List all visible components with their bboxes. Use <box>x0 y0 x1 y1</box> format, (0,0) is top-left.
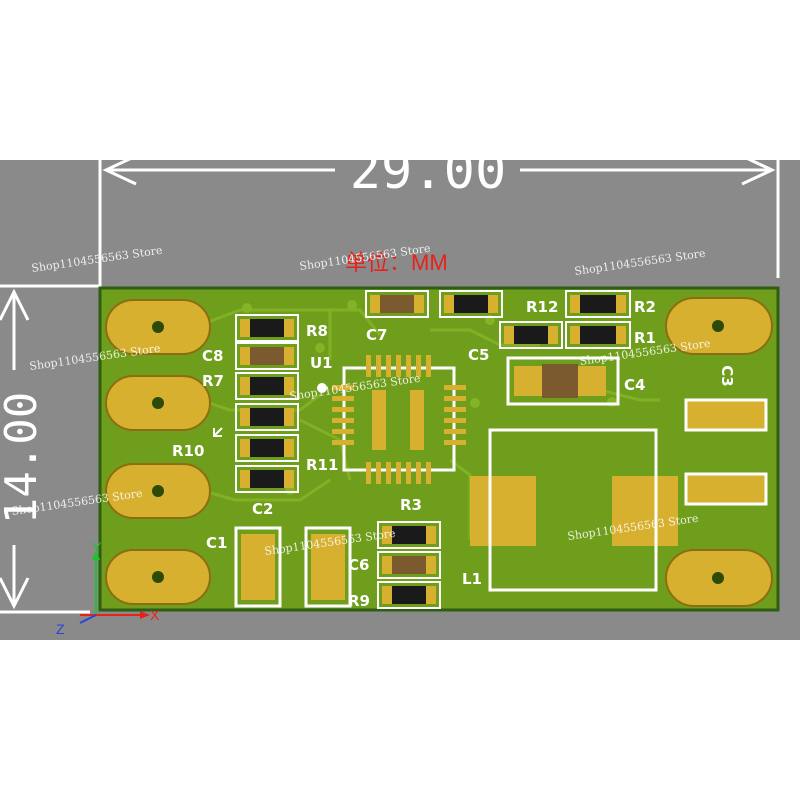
edge-pad <box>665 297 773 355</box>
component-c4 <box>506 356 620 406</box>
axis-gizmo: Y X Z <box>56 539 160 637</box>
component-r2 <box>565 290 631 318</box>
left-component-column <box>235 314 299 493</box>
component-r7 <box>235 372 299 400</box>
label-c6: C6 <box>348 556 369 574</box>
component-top-middle <box>439 290 503 318</box>
width-dimension: 29.00 <box>98 160 780 290</box>
label-c5: C5 <box>468 346 489 364</box>
component-c6 <box>377 551 441 579</box>
label-r3: R3 <box>400 496 422 514</box>
edge-pads <box>105 297 773 607</box>
label-r9: R9 <box>348 592 370 610</box>
edge-pad <box>105 549 211 605</box>
component-r1 <box>565 321 631 349</box>
component-r8 <box>235 314 299 342</box>
label-r2: R2 <box>634 298 656 316</box>
label-r7: R7 <box>202 372 224 390</box>
label-u1: U1 <box>310 354 333 372</box>
label-r8: R8 <box>306 322 328 340</box>
pcb-viewport: 29.00 14.00 <box>0 160 800 640</box>
copper-traces <box>199 308 660 540</box>
height-dimension-text: 14.00 <box>0 392 47 524</box>
component-r12 <box>499 321 563 349</box>
ic-u1 <box>317 355 466 484</box>
edge-pad <box>105 375 211 431</box>
arrow-mark-icon <box>213 427 223 437</box>
edge-pad <box>105 299 211 355</box>
axis-x-label: X <box>150 607 160 623</box>
edge-pad <box>665 549 773 607</box>
silkscreen-labels: R8 C8 U1 R7 R10 R11 C2 C1 C7 R12 R2 R1 C… <box>172 298 736 610</box>
component-r10 <box>235 434 299 462</box>
label-c4: C4 <box>624 376 645 394</box>
pcb-drawing: 29.00 14.00 <box>0 160 780 637</box>
component-c7 <box>365 290 429 318</box>
label-l1: L1 <box>462 570 482 588</box>
bottom-middle-components <box>377 521 441 609</box>
axis-y-label: Y <box>92 539 102 555</box>
label-c8: C8 <box>202 347 223 365</box>
component-c8 <box>235 342 299 370</box>
label-c2: C2 <box>252 500 273 518</box>
edge-pad <box>105 463 211 519</box>
label-r10: R10 <box>172 442 204 460</box>
unit-label: 单位：MM <box>345 250 448 275</box>
height-dimension: 14.00 <box>0 284 100 614</box>
top-components <box>365 290 631 406</box>
label-c3: C3 <box>718 365 736 386</box>
watermark-text: Shop1104556563 Store <box>31 244 164 275</box>
watermark-text: Shop1104556563 Store <box>574 247 707 278</box>
inductor-l1 <box>470 428 678 592</box>
component-c3 <box>684 398 768 506</box>
component-r11 <box>235 465 299 493</box>
width-dimension-text: 29.00 <box>350 160 507 201</box>
component-c1 <box>234 526 282 608</box>
axis-z-label: Z <box>56 621 65 637</box>
component-r-unlabeled <box>235 403 299 431</box>
label-r1: R1 <box>634 329 656 347</box>
label-c1: C1 <box>206 534 227 552</box>
component-c2 <box>304 526 352 608</box>
component-r3 <box>377 521 441 549</box>
component-r9 <box>377 581 441 609</box>
label-r12: R12 <box>526 298 558 316</box>
label-r11: R11 <box>306 456 338 474</box>
label-c7: C7 <box>366 326 387 344</box>
